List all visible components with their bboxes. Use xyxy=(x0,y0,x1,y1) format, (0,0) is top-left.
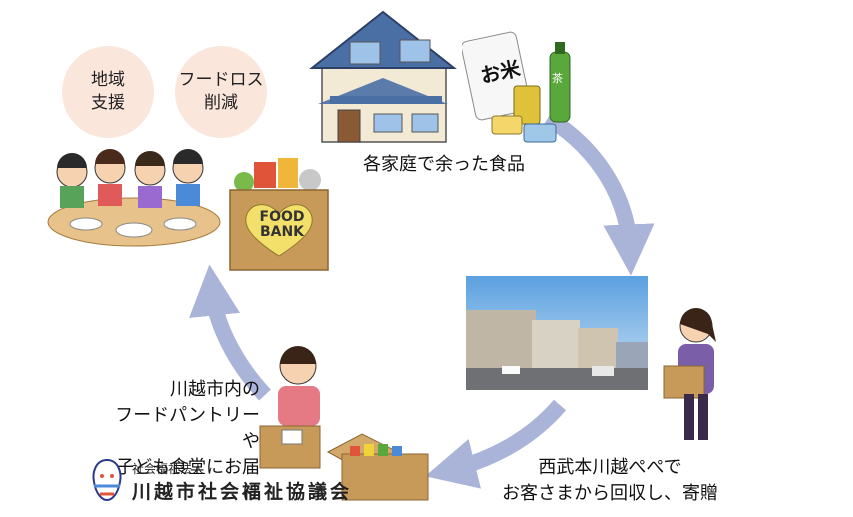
organization-logo-icon xyxy=(92,458,122,502)
organization-type: 社会福祉法人 xyxy=(132,462,205,476)
bubble-food-loss-reduction: フードロス削減 xyxy=(175,46,267,138)
organization-name: 川越市社会福祉協議会 xyxy=(132,481,353,503)
tea-bottle-label: 茶 xyxy=(552,72,563,85)
caption-station-line2: お客さまから回収し、寄贈 xyxy=(502,483,718,505)
donated-food-items xyxy=(462,31,571,143)
woman-with-box-illustration xyxy=(663,308,716,440)
caption-delivery-line2: フードパントリーや xyxy=(115,405,260,453)
arrow-house-to-station xyxy=(543,111,655,276)
house-illustration xyxy=(309,10,457,143)
caption-delivery-line1: 川越市内の xyxy=(170,379,260,400)
bubble-regional-support-line2: 支援 xyxy=(91,93,125,113)
bubble-regional-support: 地域支援 xyxy=(62,46,154,138)
bubble-food-loss-line2: 削減 xyxy=(204,93,238,113)
caption-delivery-line3: 子ども食堂にお届け xyxy=(116,457,260,505)
foodbank-box-label-line1: FOOD xyxy=(259,209,305,225)
caption-station-line1: 西武本川越ぺぺで xyxy=(538,457,682,478)
children-dining-illustration xyxy=(47,149,221,247)
foodbank-box-label-line2: BANK xyxy=(259,224,305,241)
foodbank-box-illustration xyxy=(229,158,329,271)
caption-station: 西武本川越ぺぺで お客さまから回収し、寄贈 xyxy=(500,455,720,507)
station-photo xyxy=(466,276,648,390)
caption-delivery: 川越市内の フードパントリーや 子ども食堂にお届け xyxy=(104,377,260,507)
organization-name-block: 社会福祉法人 川越市社会福祉協議会 xyxy=(132,460,352,504)
bubble-regional-support-line1: 地域 xyxy=(91,70,125,91)
caption-households: 各家庭で余った食品 xyxy=(363,154,525,175)
foodbank-box-label: FOOD BANK xyxy=(249,209,315,241)
bubble-food-loss-line1: フードロス xyxy=(178,70,264,91)
arrow-delivery-to-community xyxy=(189,264,271,401)
staff-with-boxes-illustration xyxy=(259,346,429,501)
arrow-station-to-delivery xyxy=(425,399,567,489)
